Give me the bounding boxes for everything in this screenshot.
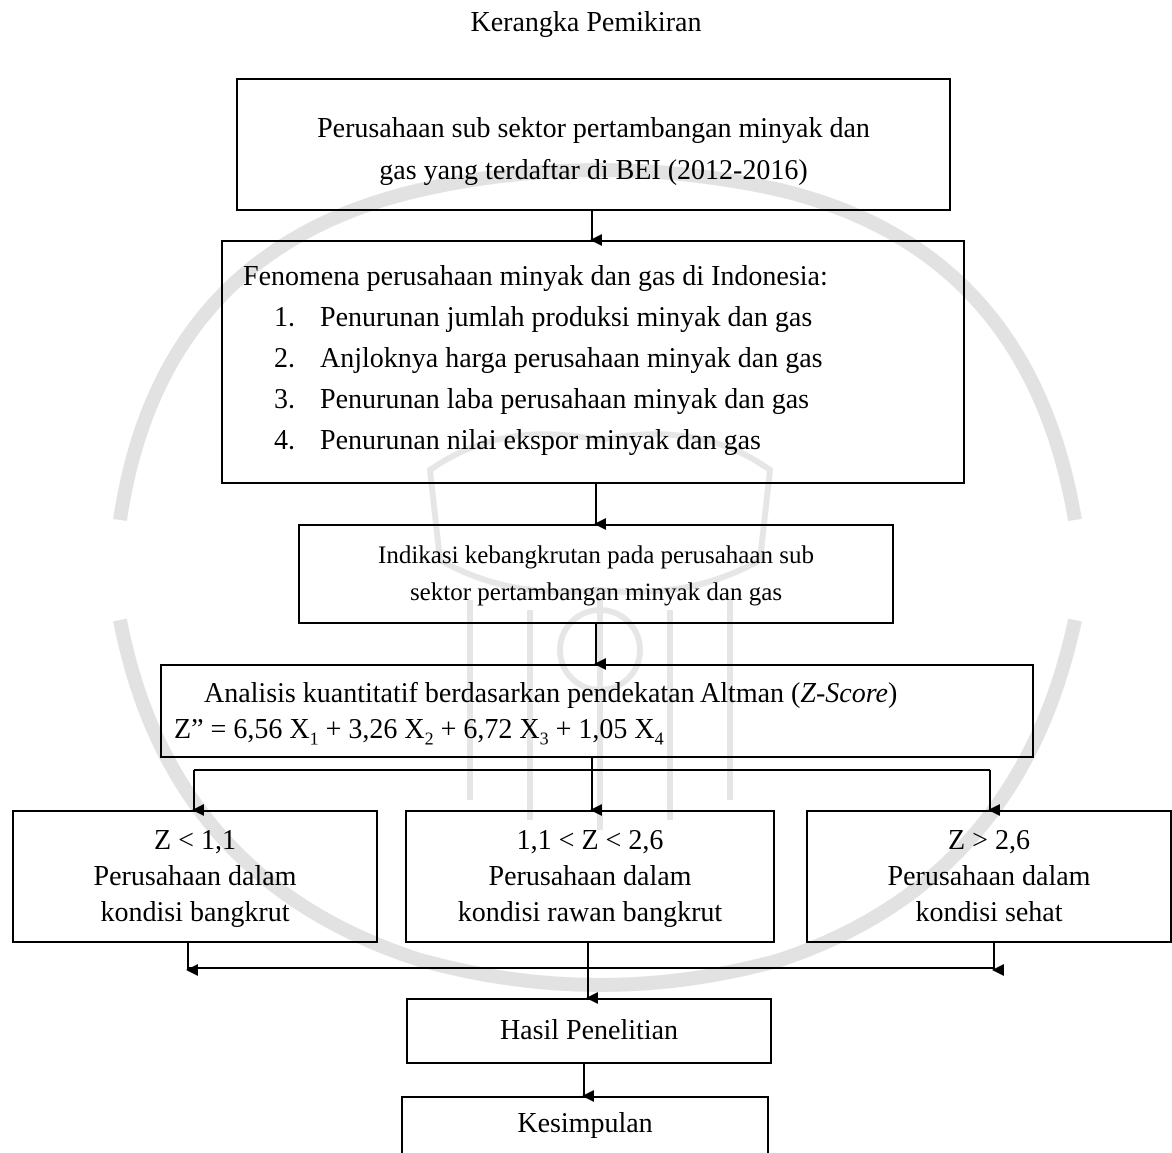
bankruptcy-indication-box: Indikasi kebangkrutan pada perusahaan su… <box>298 524 894 624</box>
altman-formula: Z” = 6,56 X1 + 3,26 X2 + 6,72 X3 + 1,05 … <box>174 714 664 749</box>
diagram-title: Kerangka Pemikiran <box>470 7 702 38</box>
phenomena-heading: Fenomena perusahaan minyak dan gas di In… <box>243 261 828 292</box>
outcome-bankrupt-box: Z < 1,1 Perusahaan dalam kondisi bangkru… <box>12 810 378 943</box>
bankrupt-line-2: kondisi bangkrut <box>100 896 290 928</box>
altman-analysis-box: Analisis kuantitatif berdasarkan pendeka… <box>160 664 1034 758</box>
phenomena-item: Penurunan nilai ekspor minyak dan gas <box>302 420 963 461</box>
conclusion-box: Kesimpulan <box>401 1096 769 1153</box>
source-line-2: gas yang terdaftar di BEI (2012-2016) <box>379 154 808 186</box>
phenomena-item: Penurunan laba perusahaan minyak dan gas <box>302 379 963 420</box>
healthy-line-1: Perusahaan dalam <box>887 860 1091 892</box>
z-score-term: Z-Score <box>800 678 888 709</box>
phenomena-item: Penurunan jumlah produksi minyak dan gas <box>302 297 963 338</box>
grey-criterion: 1,1 < Z < 2,6 <box>516 824 664 856</box>
indication-line-2: sektor pertambangan minyak dan gas <box>409 579 783 606</box>
results-label: Hasil Penelitian <box>499 1015 679 1046</box>
bankrupt-line-1: Perusahaan dalam <box>93 860 297 892</box>
bankrupt-criterion: Z < 1,1 <box>154 824 236 856</box>
outcome-grey-zone-box: 1,1 < Z < 2,6 Perusahaan dalam kondisi r… <box>405 810 775 943</box>
outcome-healthy-box: Z > 2,6 Perusahaan dalam kondisi sehat <box>806 810 1172 943</box>
phenomena-list: Penurunan jumlah produksi minyak dan gas… <box>243 297 963 461</box>
conclusion-label: Kesimpulan <box>517 1108 653 1139</box>
source-line-1: Perusahaan sub sektor pertambangan minya… <box>317 112 870 144</box>
healthy-criterion: Z > 2,6 <box>948 824 1030 856</box>
indication-line-1: Indikasi kebangkrutan pada perusahaan su… <box>378 542 814 569</box>
grey-line-2: kondisi rawan bangkrut <box>457 896 723 928</box>
source-population-box: Perusahaan sub sektor pertambangan minya… <box>236 78 951 211</box>
analysis-heading: Analisis kuantitatif berdasarkan pendeka… <box>204 678 898 709</box>
research-results-box: Hasil Penelitian <box>406 998 772 1064</box>
healthy-line-2: kondisi sehat <box>915 896 1063 928</box>
phenomena-item: Anjloknya harga perusahaan minyak dan ga… <box>302 338 963 379</box>
phenomena-box: Fenomena perusahaan minyak dan gas di In… <box>221 240 965 484</box>
grey-line-1: Perusahaan dalam <box>488 860 692 892</box>
